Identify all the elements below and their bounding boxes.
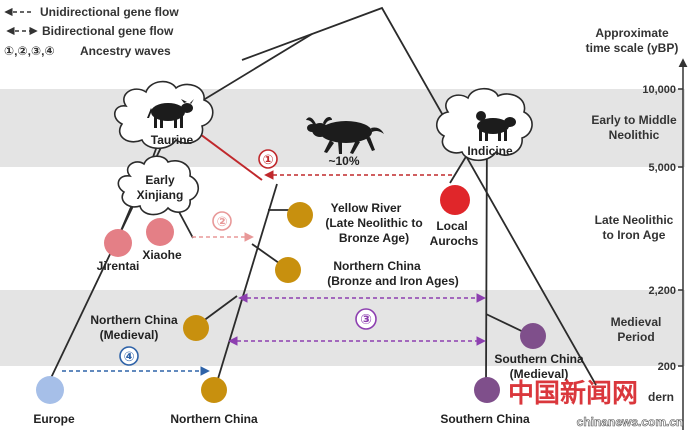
wave2-number: ②: [216, 214, 227, 229]
xiaohe-label: Xiaohe: [142, 248, 182, 262]
southern-china-medieval-label-2: (Medieval): [510, 367, 569, 381]
northern-china-medieval-dot: [183, 315, 209, 341]
indicine-cloud: Indicine: [436, 87, 533, 162]
yellow-river-label-3: Bronze Age): [339, 231, 409, 245]
legend-wave-symbols: ①,②,③,④: [4, 44, 55, 58]
early-xinjiang-label-1: Early: [145, 173, 175, 187]
period-early-neolithic-2: Neolithic: [609, 128, 660, 142]
northern-china-medieval-label-2: (Medieval): [100, 328, 159, 342]
period-late-neolithic-2: to Iron Age: [603, 228, 666, 242]
tick-label-10000: 10,000: [642, 84, 676, 96]
period-medieval-2: Period: [617, 330, 654, 344]
legend-wave-label: Ancestry waves: [80, 44, 171, 58]
legend-unidirectional-label: Unidirectional gene flow: [40, 5, 179, 19]
wave4-marker: [119, 346, 139, 366]
legend-bidirectional-label: Bidirectional gene flow: [42, 24, 174, 38]
period-late-neolithic-1: Late Neolithic: [595, 213, 674, 227]
period-modern: dern: [648, 390, 674, 404]
jirentai-label: Jirentai: [97, 259, 140, 273]
local-aurochs-label-1: Local: [436, 219, 467, 233]
tree-north-china-trunk: [216, 183, 278, 383]
northern-china-dot: [201, 377, 227, 403]
yellow-river-label-1: Yellow River: [331, 201, 402, 215]
wave3-marker: [355, 308, 377, 330]
taurine-label: Taurine: [151, 133, 194, 147]
wave2-marker: [212, 211, 232, 231]
timescale-title-1: Approximate: [595, 26, 669, 40]
northern-china-bronze-dot: [275, 257, 301, 283]
southern-china-medieval-dot: [520, 323, 546, 349]
northern-china-medieval-label-1: Northern China: [90, 313, 178, 327]
indicine-label: Indicine: [467, 144, 513, 158]
wave1-number: ①: [262, 152, 273, 167]
local-aurochs-dot: [440, 185, 470, 215]
yellow-river-dot: [287, 202, 313, 228]
tick-label-200: 200: [658, 361, 676, 373]
southern-china-dot: [474, 377, 500, 403]
tick-label-5000: 5,000: [648, 162, 676, 174]
xiaohe-dot: [146, 218, 174, 246]
southern-china-label: Southern China: [440, 412, 530, 426]
northern-china-label: Northern China: [170, 412, 258, 426]
taurine-cattle-icon: [147, 99, 194, 128]
yellow-river-label-2: (Late Neolithic to: [325, 216, 422, 230]
wave4-number: ④: [123, 349, 134, 364]
indicine-cattle-icon: [476, 111, 516, 141]
jirentai-dot: [104, 229, 132, 257]
watermark: 中国新闻网 chinanews.com.cn: [508, 378, 684, 429]
percent-label: ~10%: [328, 154, 359, 168]
southern-china-medieval-label-1: Southern China: [494, 352, 584, 366]
watermark-logo: 中国新闻网: [508, 378, 638, 408]
early-xinjiang-cloud: Early Xinjiang: [117, 155, 200, 216]
tree-root-split: [241, 6, 597, 386]
northern-china-bronze-label-1: Northern China: [333, 259, 421, 273]
wave3-number: ③: [360, 311, 372, 327]
europe-label: Europe: [33, 412, 75, 426]
aurochs-icon: [306, 116, 384, 154]
period-medieval-1: Medieval: [611, 315, 662, 329]
northern-china-bronze-label-2: (Bronze and Iron Ages): [327, 274, 459, 288]
watermark-site: chinanews.com.cn: [577, 415, 684, 429]
wave1-marker: [258, 149, 278, 169]
period-early-neolithic-1: Early to Middle: [591, 113, 677, 127]
early-xinjiang-label-2: Xinjiang: [137, 188, 184, 202]
local-aurochs-label-2: Aurochs: [430, 234, 479, 248]
timescale-title-2: time scale (yBP): [586, 41, 679, 55]
taurine-cloud: Taurine: [114, 80, 214, 150]
tick-label-2200: 2,200: [648, 285, 676, 297]
europe-dot: [36, 376, 64, 404]
